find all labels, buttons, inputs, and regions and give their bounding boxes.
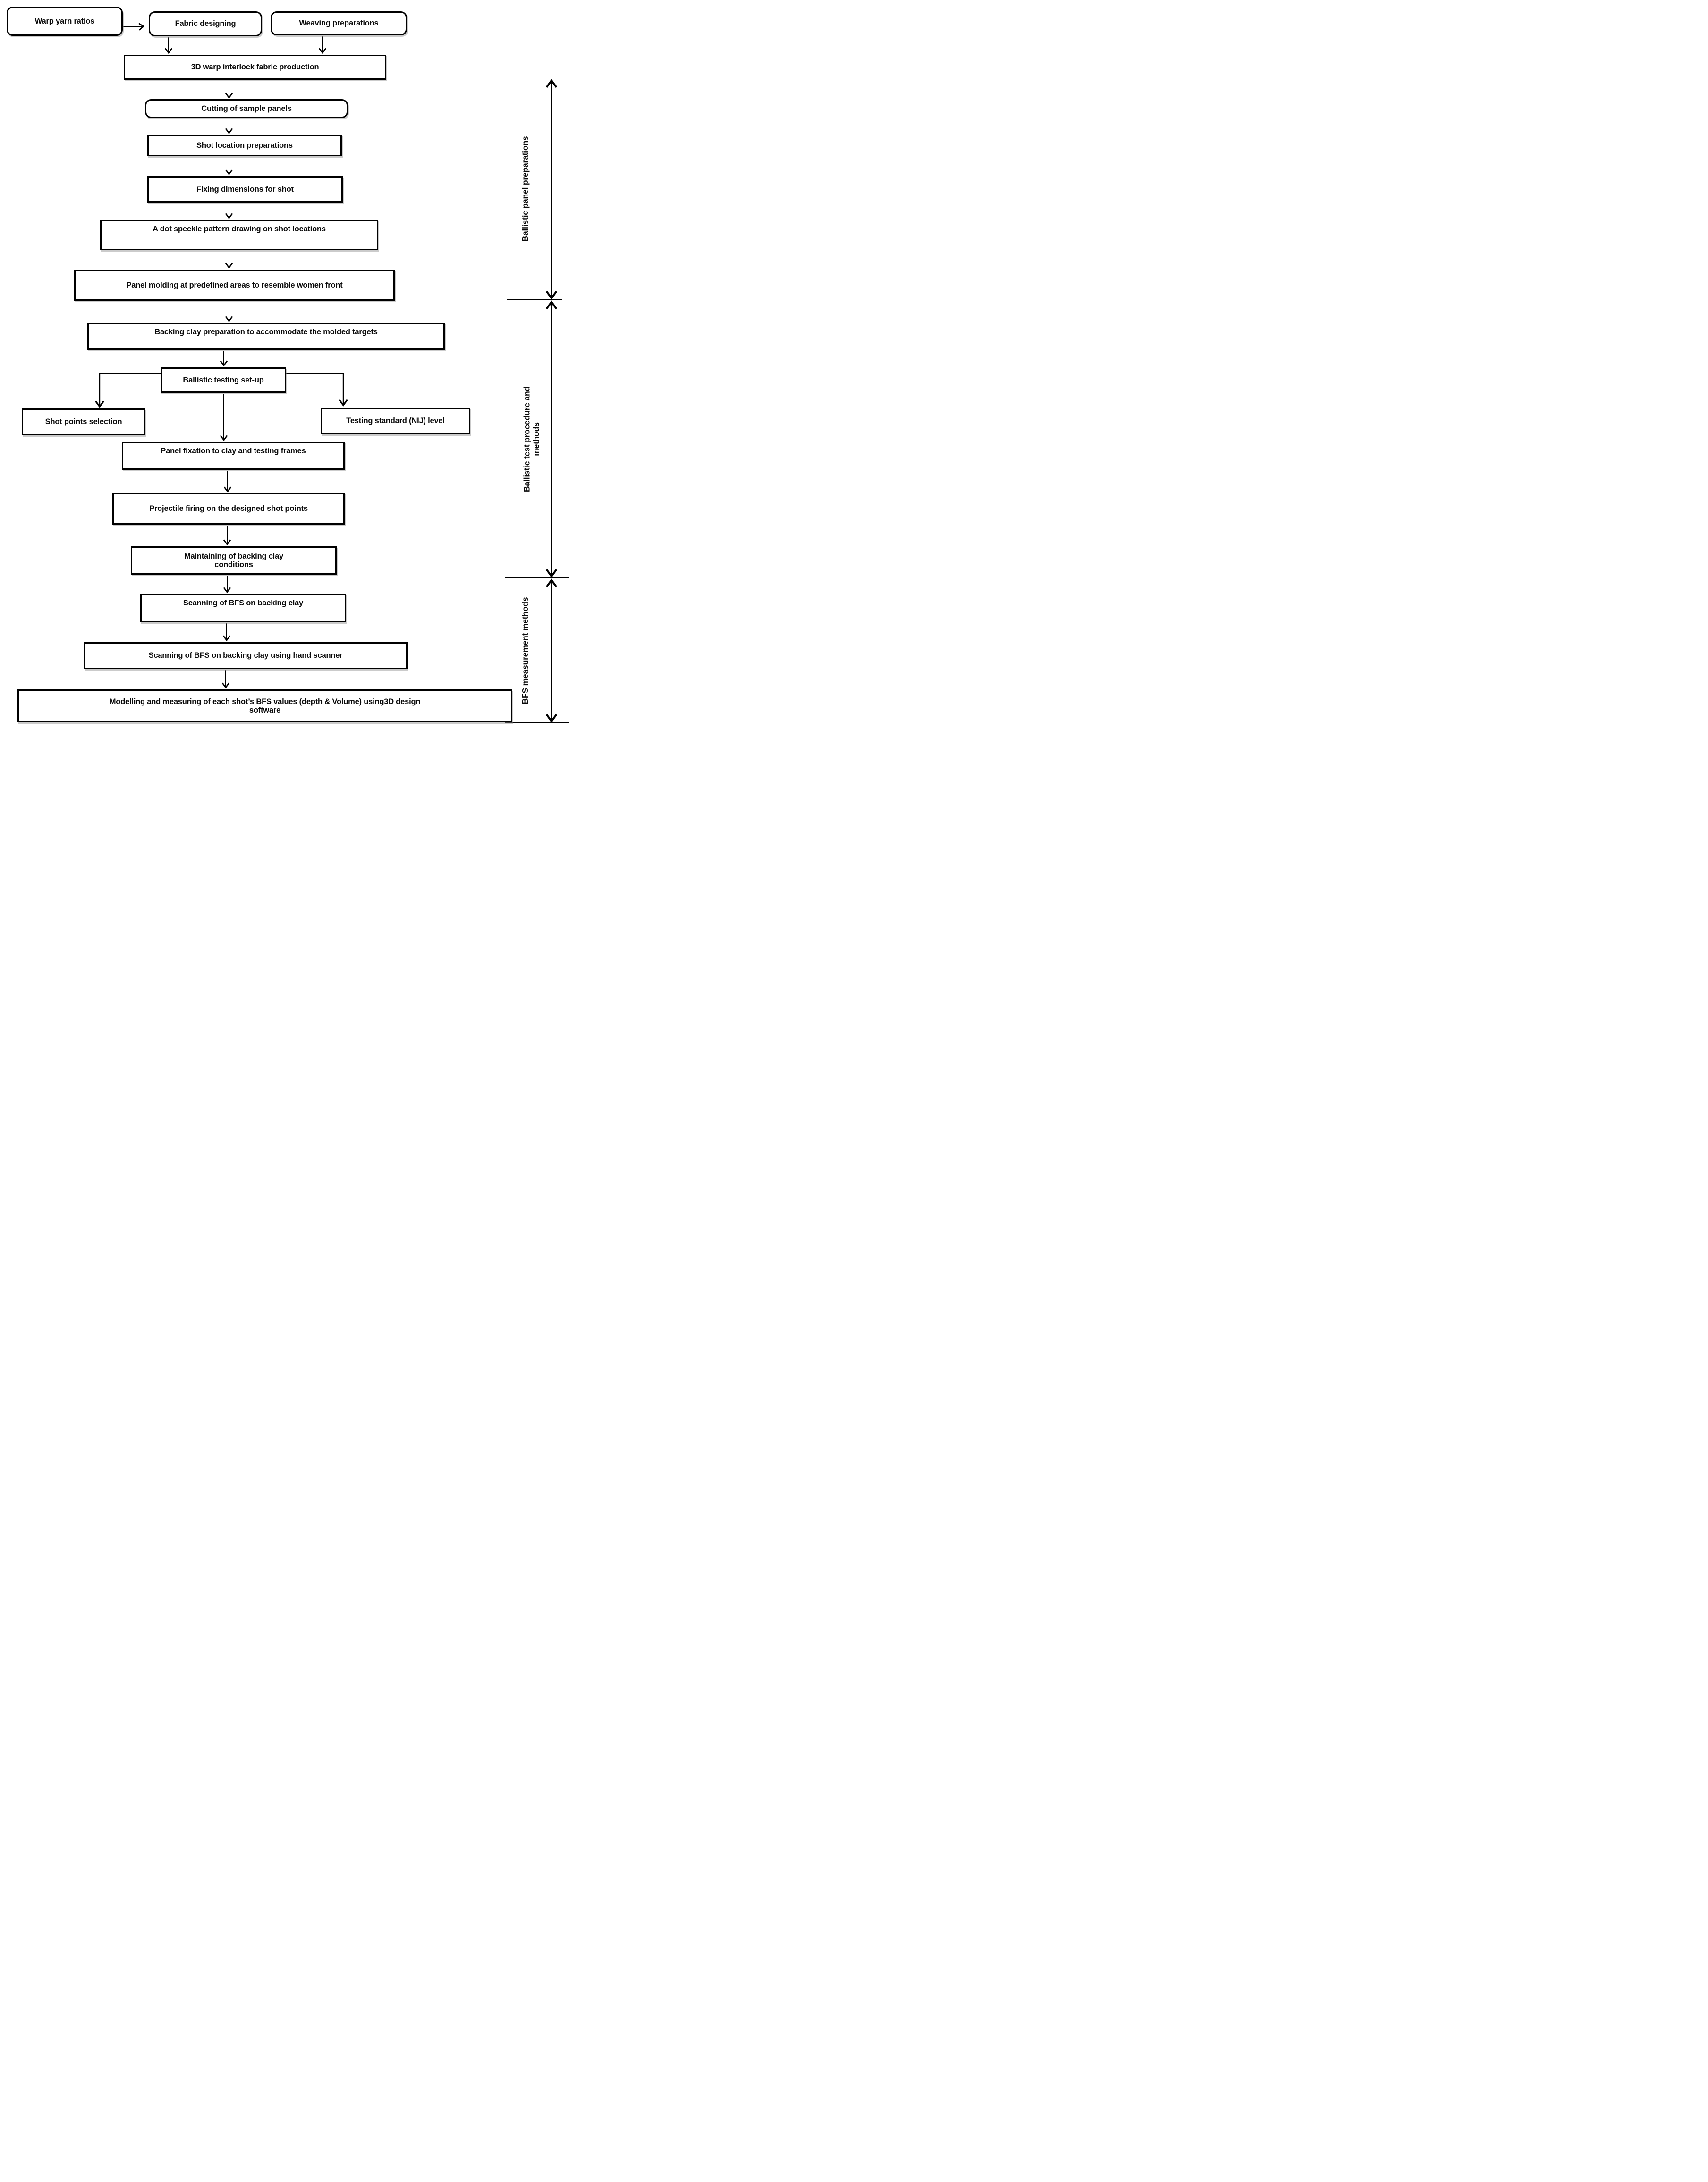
node-label: Modelling and measuring of each shot’s B… xyxy=(109,697,421,714)
node-warp-yarn-ratios: Warp yarn ratios xyxy=(7,7,123,36)
node-weaving-preparations: Weaving preparations xyxy=(271,11,407,35)
node-ballistic-testing-setup: Ballistic testing set-up xyxy=(161,367,286,393)
node-panel-fixation: Panel fixation to clay and testing frame… xyxy=(122,442,345,470)
node-label: Shot points selection xyxy=(45,417,122,426)
node-label: Maintaining of backing clay conditions xyxy=(184,552,284,569)
node-scanning-bfs: Scanning of BFS on backing clay xyxy=(140,594,346,622)
flowchart-canvas: Warp yarn ratios Fabric designing Weavin… xyxy=(0,0,569,728)
node-label: Shot location preparations xyxy=(196,141,293,150)
node-label: Fabric designing xyxy=(175,19,236,28)
node-label: Panel fixation to clay and testing frame… xyxy=(161,447,306,455)
node-label: Scanning of BFS on backing clay using ha… xyxy=(148,651,343,660)
node-projectile-firing: Projectile firing on the designed shot p… xyxy=(112,493,345,525)
node-backing-clay-preparation: Backing clay preparation to accommodate … xyxy=(87,323,445,350)
flow-arrows xyxy=(100,26,343,687)
arrow-setup-to-teststd xyxy=(286,373,343,405)
connector-layer xyxy=(0,0,569,723)
node-label: Ballistic testing set-up xyxy=(183,375,264,384)
node-maintaining-backing-clay: Maintaining of backing clay conditions xyxy=(131,546,337,575)
node-label: Backing clay preparation to accommodate … xyxy=(154,328,378,336)
node-modelling-measuring-bfs: Modelling and measuring of each shot’s B… xyxy=(17,689,512,722)
node-panel-molding: Panel molding at predefined areas to res… xyxy=(74,270,395,301)
node-fabric-designing: Fabric designing xyxy=(149,11,262,36)
node-label: Scanning of BFS on backing clay xyxy=(183,599,304,607)
section-label-ballistic-test-procedure: Ballistic test procedure and methods xyxy=(522,386,541,492)
node-shot-points-selection: Shot points selection xyxy=(22,408,145,435)
node-shot-location-preparations: Shot location preparations xyxy=(147,135,342,156)
node-scanning-bfs-hand-scanner: Scanning of BFS on backing clay using ha… xyxy=(84,642,408,669)
node-label: Warp yarn ratios xyxy=(34,17,95,25)
node-label: Testing standard (NIJ) level xyxy=(346,416,445,425)
node-cutting-of-sample-panels: Cutting of sample panels xyxy=(145,99,348,118)
section-label-bfs-measurement-methods: BFS measurement methods xyxy=(520,597,530,705)
node-label: Panel molding at predefined areas to res… xyxy=(126,280,343,289)
node-label: A dot speckle pattern drawing on shot lo… xyxy=(153,225,326,233)
node-testing-standard-nij-level: Testing standard (NIJ) level xyxy=(321,408,470,434)
node-label: Fixing dimensions for shot xyxy=(196,185,294,194)
node-fixing-dimensions-for-shot: Fixing dimensions for shot xyxy=(147,176,343,203)
node-label: 3D warp interlock fabric production xyxy=(191,63,319,72)
section-brackets xyxy=(505,81,569,723)
node-label: Weaving preparations xyxy=(299,19,379,28)
node-dot-speckle-pattern: A dot speckle pattern drawing on shot lo… xyxy=(100,220,378,250)
node-3d-warp-interlock-fabric-production: 3D warp interlock fabric production xyxy=(124,55,386,80)
arrow-setup-to-shotpoints xyxy=(100,373,161,406)
section-label-ballistic-panel-preparations: Ballistic panel preparations xyxy=(520,136,530,242)
node-label: Projectile firing on the designed shot p… xyxy=(149,504,308,513)
node-label: Cutting of sample panels xyxy=(201,104,292,113)
